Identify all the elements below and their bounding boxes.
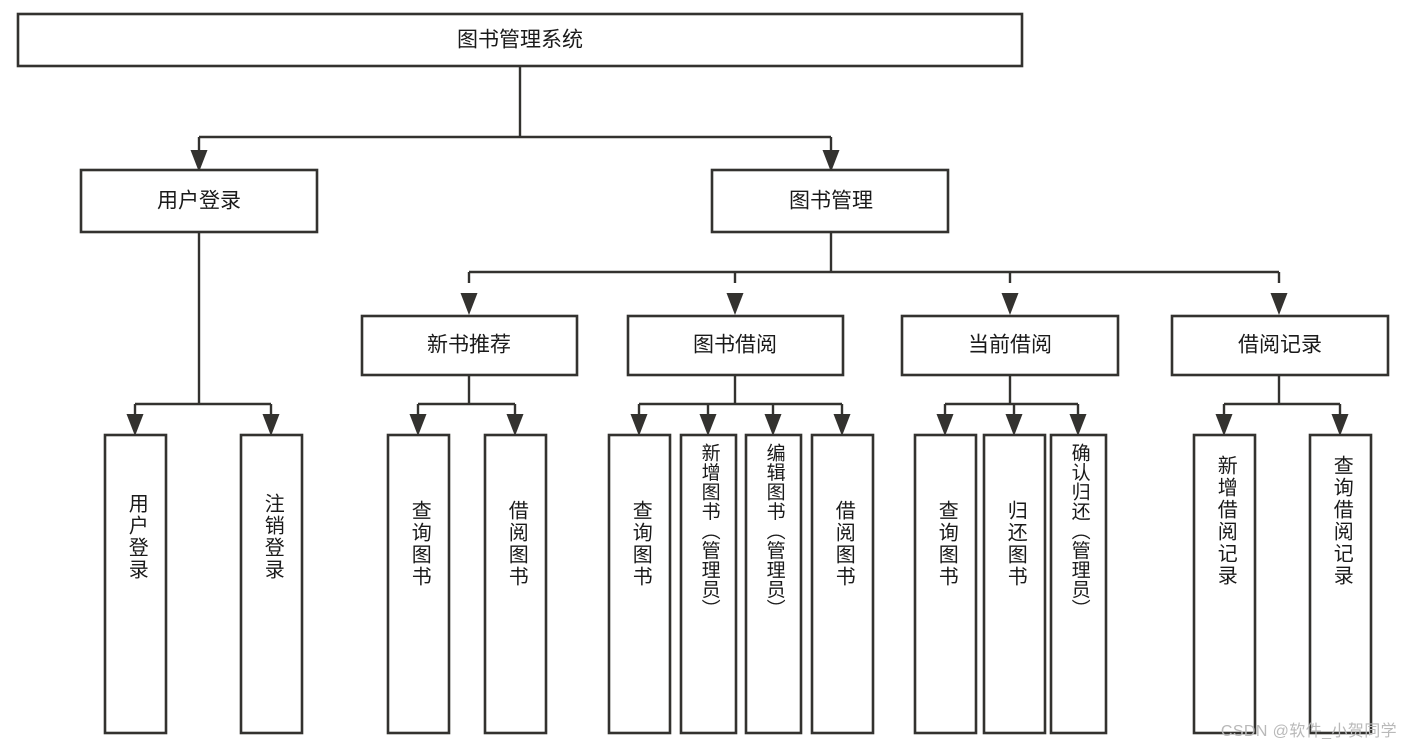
leaf-box-borrow-record-1[interactable]	[1192, 433, 1257, 735]
leaf-box-new-book-2[interactable]	[483, 433, 548, 735]
node-borrow-record-label: 借阅记录	[1238, 334, 1322, 357]
node-user-login-box	[79, 168, 319, 234]
connector-root-to-level2	[190, 66, 840, 172]
node-new-book-recommend-label: 新书推荐	[427, 334, 511, 357]
leaf-box-borrow-record-2[interactable]	[1308, 433, 1373, 735]
node-root-box	[16, 12, 1024, 68]
leaf-box-book-borrow-3[interactable]	[744, 433, 803, 735]
node-borrow-record-box	[1170, 314, 1390, 377]
node-book-management-box	[710, 168, 950, 234]
node-book-management[interactable]: 图书管理	[710, 168, 950, 234]
node-current-borrow[interactable]: 当前借阅	[900, 314, 1120, 377]
leaf-box-new-book-1[interactable]	[386, 433, 451, 735]
leaf-box-book-borrow-4[interactable]	[810, 433, 875, 735]
node-book-borrow[interactable]: 图书借阅	[626, 314, 845, 377]
connector-current-borrow-to-leaves	[936, 375, 1087, 436]
leaf-box-current-borrow-3[interactable]	[1049, 433, 1108, 735]
node-book-management-label: 图书管理	[789, 190, 873, 213]
node-user-login-label: 用户登录	[157, 190, 241, 213]
node-new-book-recommend[interactable]: 新书推荐	[360, 314, 579, 377]
leaf-box-user-login-2[interactable]	[239, 433, 304, 735]
node-book-borrow-label: 图书借阅	[693, 334, 777, 357]
leaf-box-current-borrow-1[interactable]	[913, 433, 978, 735]
leaf-box-current-borrow-2[interactable]	[982, 433, 1047, 735]
node-new-book-recommend-box	[360, 314, 579, 377]
node-book-borrow-box	[626, 314, 845, 377]
node-current-borrow-label: 当前借阅	[968, 334, 1052, 357]
csdn-watermark: CSDN @软件_小贺同学	[1220, 723, 1397, 740]
connector-new-book-to-leaves	[409, 375, 524, 436]
node-root-label: 图书管理系统	[457, 29, 583, 52]
node-user-login[interactable]: 用户登录	[79, 168, 319, 234]
connector-borrow-record-to-leaves	[1215, 375, 1349, 436]
connector-user-login-to-leaves	[126, 232, 280, 436]
leaf-box-book-borrow-1[interactable]	[607, 433, 672, 735]
node-borrow-record[interactable]: 借阅记录	[1170, 314, 1390, 377]
node-current-borrow-box	[900, 314, 1120, 377]
node-root[interactable]: 图书管理系统	[16, 12, 1024, 68]
leaf-box-user-login-1[interactable]	[103, 433, 168, 735]
connector-book-borrow-to-leaves	[630, 375, 851, 436]
connector-book-mgmt-to-level3	[460, 232, 1288, 315]
leaf-box-book-borrow-2[interactable]	[679, 433, 738, 735]
